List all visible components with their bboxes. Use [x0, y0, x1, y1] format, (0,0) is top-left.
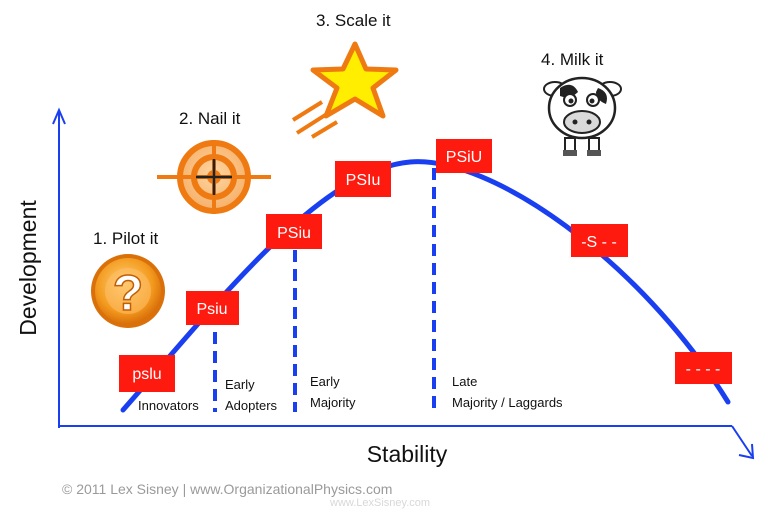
- box-psiu-1: Psiu: [186, 291, 239, 325]
- stage-label-scale: 3. Scale it: [316, 11, 391, 30]
- x-axis-label: Stability: [367, 441, 448, 467]
- box-pslu: pslu: [119, 355, 175, 392]
- copyright-footer: © 2011 Lex Sisney | www.OrganizationalPh…: [62, 481, 392, 497]
- stage-label-milk: 4. Milk it: [541, 50, 604, 69]
- stage-label-pilot: 1. Pilot it: [93, 229, 158, 248]
- watermark: www.LexSisney.com: [329, 497, 430, 509]
- segment-early-adopters-line2: Adopters: [225, 398, 278, 413]
- segment-early-majority-line1: Early: [310, 374, 340, 389]
- box-psiu-1-label: Psiu: [196, 301, 227, 318]
- box-psiu-2-label: PSiu: [277, 225, 311, 242]
- box-dashes: - - - -: [675, 352, 732, 384]
- svg-text:?: ?: [113, 265, 144, 321]
- segment-late-line2: Majority / Laggards: [452, 395, 563, 410]
- x-axis: [58, 425, 755, 460]
- question-mark-icon: ?: [91, 254, 165, 328]
- y-axis: [52, 107, 66, 428]
- box-psiu-4: PSiU: [436, 139, 492, 173]
- stage-label-nail: 2. Nail it: [179, 109, 241, 128]
- shooting-star-icon: [291, 41, 399, 139]
- segment-innovators: Innovators: [138, 398, 199, 413]
- box-psiu-2: PSiu: [266, 214, 322, 249]
- cow-icon: [543, 76, 622, 156]
- box-dashes-label: - - - -: [686, 361, 721, 378]
- box-psiu-4-label: PSiU: [446, 149, 482, 166]
- segment-dividers: [213, 168, 436, 412]
- segment-late-line1: Late: [452, 374, 477, 389]
- box-s-label: -S - -: [581, 234, 617, 251]
- box-s: -S - -: [571, 224, 628, 257]
- y-axis-label: Development: [15, 200, 41, 336]
- box-psiu-3: PSIu: [335, 161, 391, 197]
- segment-early-adopters-line1: Early: [225, 377, 255, 392]
- box-pslu-label: pslu: [132, 366, 161, 383]
- box-psiu-3-label: PSIu: [346, 172, 381, 189]
- segment-early-majority-line2: Majority: [310, 395, 356, 410]
- target-crosshair-icon: [157, 140, 271, 214]
